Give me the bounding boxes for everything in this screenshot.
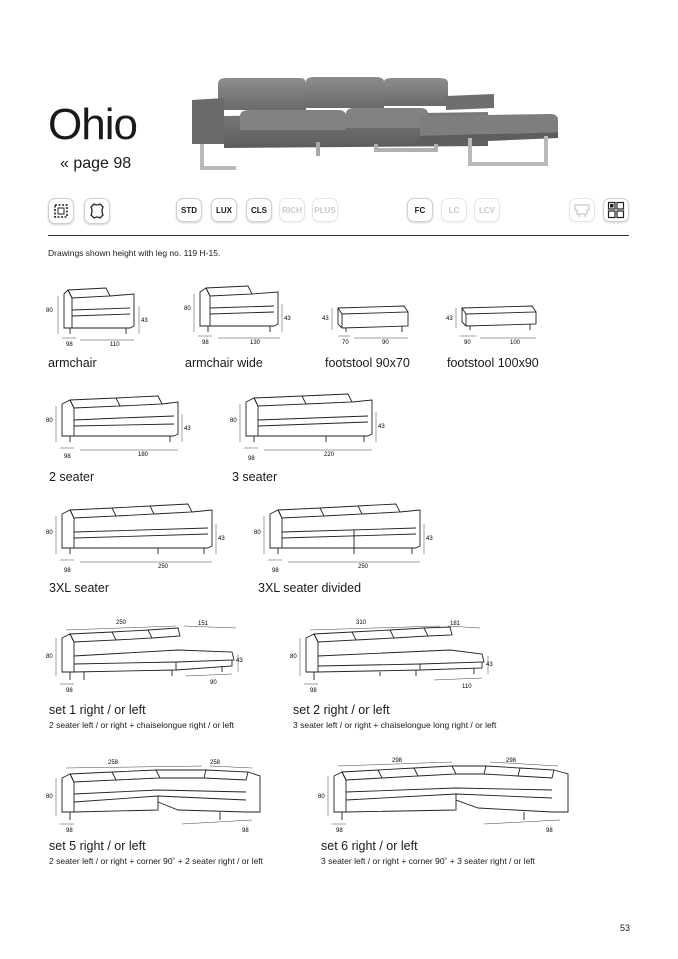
svg-text:98: 98	[64, 454, 71, 460]
3-seater-drawing: 80 43 98 220	[230, 393, 385, 462]
svg-text:98: 98	[248, 456, 255, 462]
svg-text:310: 310	[356, 620, 367, 626]
footstool-100x90-drawing: 43 90 100	[446, 305, 537, 346]
footstool-90x70-drawing: 43 70 90	[322, 305, 409, 346]
svg-text:98: 98	[64, 568, 71, 574]
set-5-label: set 5 right / or left	[49, 839, 146, 853]
svg-text:80: 80	[318, 794, 325, 800]
dim-depth: 98	[66, 342, 73, 348]
leather-hide-icon[interactable]	[84, 198, 110, 224]
svg-text:298: 298	[506, 758, 517, 764]
3-seater-label: 3 seater	[232, 470, 278, 484]
set-5-description: 2 seater left / or right + corner 90˚ + …	[49, 856, 264, 866]
armchair-wide-label: armchair wide	[185, 356, 263, 370]
svg-text:43: 43	[218, 536, 225, 542]
svg-text:80: 80	[46, 794, 53, 800]
set-6-drawing: 298 298 80 98 98	[318, 758, 569, 834]
armchair-wide-drawing: 80 43 98 130	[184, 285, 291, 346]
dim-height: 80	[46, 308, 53, 314]
svg-text:250: 250	[358, 564, 369, 570]
chip-rich[interactable]: RICH	[279, 198, 305, 222]
svg-text:43: 43	[236, 658, 243, 664]
svg-text:250: 250	[158, 564, 169, 570]
footstool-90x70-label: footstool 90x70	[325, 356, 410, 370]
footstool-100x90-label: footstool 100x90	[447, 356, 539, 370]
set-6-label: set 6 right / or left	[321, 839, 418, 853]
svg-text:100: 100	[510, 340, 521, 346]
page-number: 53	[619, 923, 630, 933]
svg-text:98: 98	[66, 688, 73, 694]
drawings-note: Drawings shown height with leg no. 119 H…	[48, 248, 221, 258]
armchair-drawing: 80 43 98 110	[46, 287, 148, 348]
3xl-seater-label: 3XL seater	[49, 581, 109, 595]
svg-text:80: 80	[46, 654, 53, 660]
page-reference-link[interactable]: « page 98	[60, 155, 132, 172]
svg-text:98: 98	[546, 828, 553, 834]
chip-plus[interactable]: PLUS	[312, 198, 338, 222]
svg-text:43: 43	[322, 316, 329, 322]
3xl-seater-divided-label: 3XL seater divided	[258, 581, 362, 595]
set-2-description: 3 seater left / or right + chaiselongue …	[293, 720, 497, 730]
3xl-seater-drawing: 80 43 98 250	[46, 503, 225, 574]
chip-lcv[interactable]: LCV	[474, 198, 500, 222]
svg-text:80: 80	[254, 530, 261, 536]
svg-text:130: 130	[250, 340, 261, 346]
svg-text:80: 80	[290, 654, 297, 660]
svg-text:90: 90	[464, 340, 471, 346]
set-5-drawing: 258 258 80 98 98	[46, 760, 261, 834]
svg-text:151: 151	[198, 621, 209, 627]
svg-text:80: 80	[230, 418, 237, 424]
svg-text:43: 43	[446, 316, 453, 322]
frame-icon[interactable]	[48, 198, 74, 224]
set-2-label: set 2 right / or left	[293, 703, 390, 717]
set-6-description: 3 seater left / or right + corner 90˚ + …	[321, 856, 536, 866]
page-title: Ohio	[48, 100, 138, 149]
svg-text:98: 98	[66, 828, 73, 834]
svg-text:250: 250	[116, 620, 127, 626]
set-1-drawing: 250 151 80 43 98 90	[46, 620, 243, 694]
dim-width: 110	[110, 342, 120, 348]
svg-text:298: 298	[392, 758, 403, 764]
armchair-outline-icon[interactable]	[569, 198, 595, 222]
chip-fc[interactable]: FC	[407, 198, 433, 222]
header-divider	[48, 235, 629, 236]
svg-text:98: 98	[336, 828, 343, 834]
svg-text:70: 70	[342, 340, 349, 346]
svg-text:98: 98	[310, 688, 317, 694]
set-2-drawing: 310 181 80 43 98 110	[290, 620, 493, 694]
svg-text:180: 180	[138, 452, 149, 458]
chip-cls[interactable]: CLS	[246, 198, 272, 222]
svg-text:80: 80	[46, 418, 53, 424]
svg-text:110: 110	[462, 684, 472, 690]
2-seater-label: 2 seater	[49, 470, 95, 484]
svg-text:98: 98	[242, 828, 249, 834]
svg-text:80: 80	[184, 306, 191, 312]
svg-text:258: 258	[210, 760, 221, 766]
svg-text:90: 90	[382, 340, 389, 346]
armchair-label: armchair	[48, 356, 97, 370]
configuration-grid-icon[interactable]	[603, 198, 629, 222]
sofa-photo	[192, 77, 558, 170]
svg-text:258: 258	[108, 760, 119, 766]
svg-text:98: 98	[272, 568, 279, 574]
chip-lc[interactable]: LC	[441, 198, 467, 222]
svg-text:80: 80	[46, 530, 53, 536]
chip-std[interactable]: STD	[176, 198, 202, 222]
dim-seat-height: 43	[141, 318, 148, 324]
set-1-label: set 1 right / or left	[49, 703, 146, 717]
svg-text:43: 43	[184, 426, 191, 432]
svg-text:181: 181	[450, 621, 461, 627]
svg-text:43: 43	[284, 316, 291, 322]
svg-text:43: 43	[426, 536, 433, 542]
svg-text:43: 43	[486, 662, 493, 668]
svg-text:90: 90	[210, 680, 217, 686]
2-seater-drawing: 80 43 98 180	[46, 395, 191, 460]
svg-text:43: 43	[378, 424, 385, 430]
svg-text:220: 220	[324, 452, 335, 458]
3xl-seater-divided-drawing: 80 43 98 250	[254, 503, 433, 574]
svg-text:98: 98	[202, 340, 209, 346]
set-1-description: 2 seater left / or right + chaiselongue …	[49, 720, 234, 730]
chip-lux[interactable]: LUX	[211, 198, 237, 222]
